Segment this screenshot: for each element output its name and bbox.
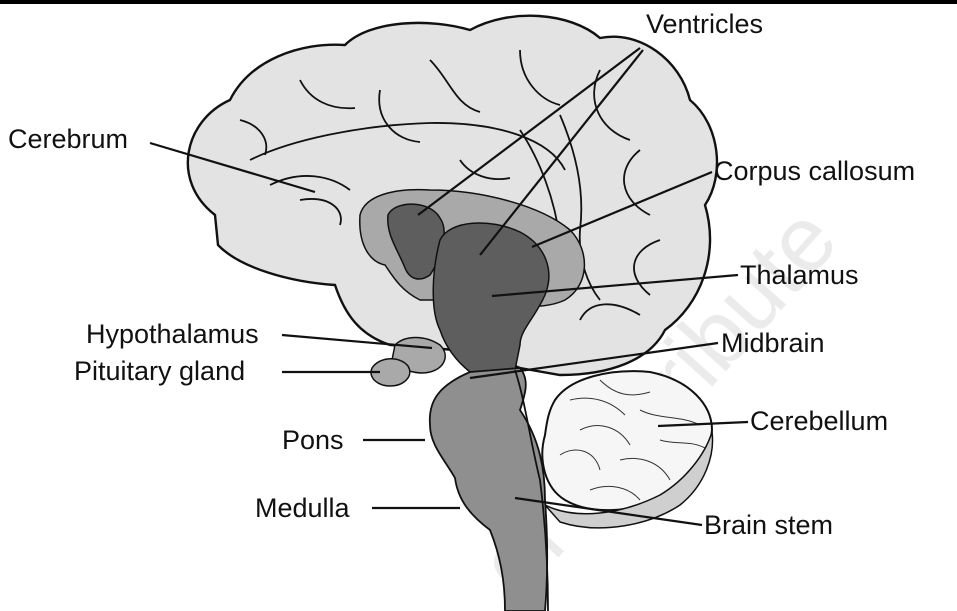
label-cerebellum: Cerebellum [750, 406, 888, 436]
label-cerebrum: Cerebrum [8, 124, 128, 154]
label-thalamus: Thalamus [740, 260, 859, 290]
label-ventricles: Ventricles [646, 9, 763, 39]
label-midbrain: Midbrain [721, 328, 825, 358]
label-pons: Pons [282, 425, 344, 455]
brain-stem-shape [430, 368, 547, 611]
label-corpus-callosum: Corpus callosum [714, 156, 915, 186]
label-brain-stem: Brain stem [704, 510, 833, 540]
label-pituitary-gland: Pituitary gland [74, 356, 245, 386]
label-hypothalamus: Hypothalamus [86, 319, 259, 349]
label-medulla: Medulla [255, 493, 351, 523]
